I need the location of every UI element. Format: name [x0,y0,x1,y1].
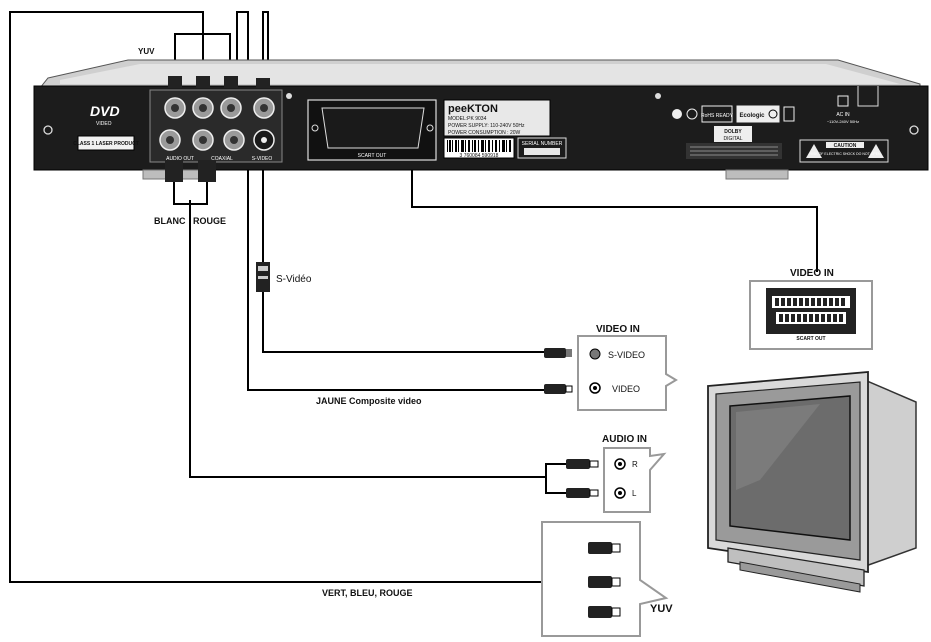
s-video-cable-label: S-Vidéo [276,274,312,285]
serial-number-label: SERIAL NUMBER [522,141,563,147]
ac-in-socket [837,95,849,107]
screw-icon [909,125,919,135]
audio-l-plug [566,488,590,498]
brand-logo: peeKTON [448,103,498,115]
tv-scart-connector [766,288,856,334]
dvd-logo-sub: VIDEO [96,121,112,127]
yuv-panel: YUV [541,521,673,637]
ac-spec-label: ~110V-240V 50Hz [827,119,859,124]
screw-icon [43,125,53,135]
dvd-logo: DVD [90,103,120,119]
compliance-logos: RoHS READY Ecologic [672,105,795,123]
plugs [165,76,270,292]
yuv-jacks [159,97,275,151]
svg-text:DOLBY: DOLBY [724,129,742,135]
composite-plug-end [544,384,566,394]
s-video-jack-label: S-VIDEO [608,350,645,360]
video-in-panel: VIDEO IN S-VIDEO VIDEO [544,324,678,411]
coaxial-label: COAXIAL [211,156,233,162]
jaune-composite-label: JAUNE Composite video [316,396,422,406]
model-text: MODEL:PK 9034 [448,116,487,122]
svg-text:DIGITAL: DIGITAL [723,136,742,142]
rouge-label: ROUGE [193,216,226,226]
audio-r-label: R [632,460,638,469]
dolby-label: DOLBY DIGITAL [686,126,782,159]
rohs-logo: RoHS READY [701,113,734,119]
audio-r-plug [566,459,590,469]
yuv-plug-3 [588,606,612,618]
s-video-jack-icon [589,348,601,360]
warning-triangle-icon [806,144,822,158]
yuv-panel-title: YUV [650,603,673,615]
yuv-top-label: YUV [138,47,155,56]
tv-scart-label: SCART OUT [796,336,825,342]
power-supply-text: POWER SUPPLY: 110-240V 50Hz [448,123,525,129]
tv-scart-panel: VIDEO IN SCART OUT [749,268,873,350]
power-consumption-text: POWER CONSUMPTION : 20W [448,130,521,136]
yuv-plug-2 [588,576,612,588]
s-video-plug-end [544,348,566,358]
recycle-icon [672,109,682,119]
s-video-label: S-VIDEO [252,156,273,162]
audio-in-title: AUDIO IN [602,434,647,445]
television [707,371,917,593]
audio-in-panel: AUDIO IN R L [566,434,667,513]
player-scart-out: SCART OUT [307,99,437,161]
vert-bleu-rouge-label: VERT, BLEU, ROUGE [322,588,413,598]
screw-icon [655,93,661,99]
warning-triangle-icon [868,144,884,158]
audio-out-label: AUDIO OUT [166,156,194,162]
scart-out-label: SCART OUT [358,153,387,159]
barcode-number: 3 760084 590918 [460,153,499,159]
video-jack-label: VIDEO [612,384,640,394]
screw-icon [286,93,292,99]
audio-l-label: L [632,489,637,498]
rating-plate: peeKTON MODEL:PK 9034 POWER SUPPLY: 110-… [443,99,567,159]
svg-text:CAUTION: CAUTION [834,143,857,149]
ac-in-label: AC IN [836,112,850,118]
laser-label: CLASS 1 LASER PRODUCT [73,141,139,147]
blanc-label: BLANC [154,216,186,226]
tv-video-in-title: VIDEO IN [790,268,834,279]
ce-icon [686,108,698,120]
barcode [447,140,511,152]
ecologic-logo: Ecologic [739,113,765,119]
svg-text:RISK OF ELECTRIC SHOCK DO NOT: RISK OF ELECTRIC SHOCK DO NOT OPEN [809,152,881,156]
caution-label: CAUTION RISK OF ELECTRIC SHOCK DO NOT OP… [799,139,889,163]
yuv-plug-1 [588,542,612,554]
dvd-player-rear: DVD VIDEO CLASS 1 LASER PRODUCT COAXIAL … [33,59,929,180]
bin-icon [783,106,795,122]
video-in-title: VIDEO IN [596,324,640,335]
